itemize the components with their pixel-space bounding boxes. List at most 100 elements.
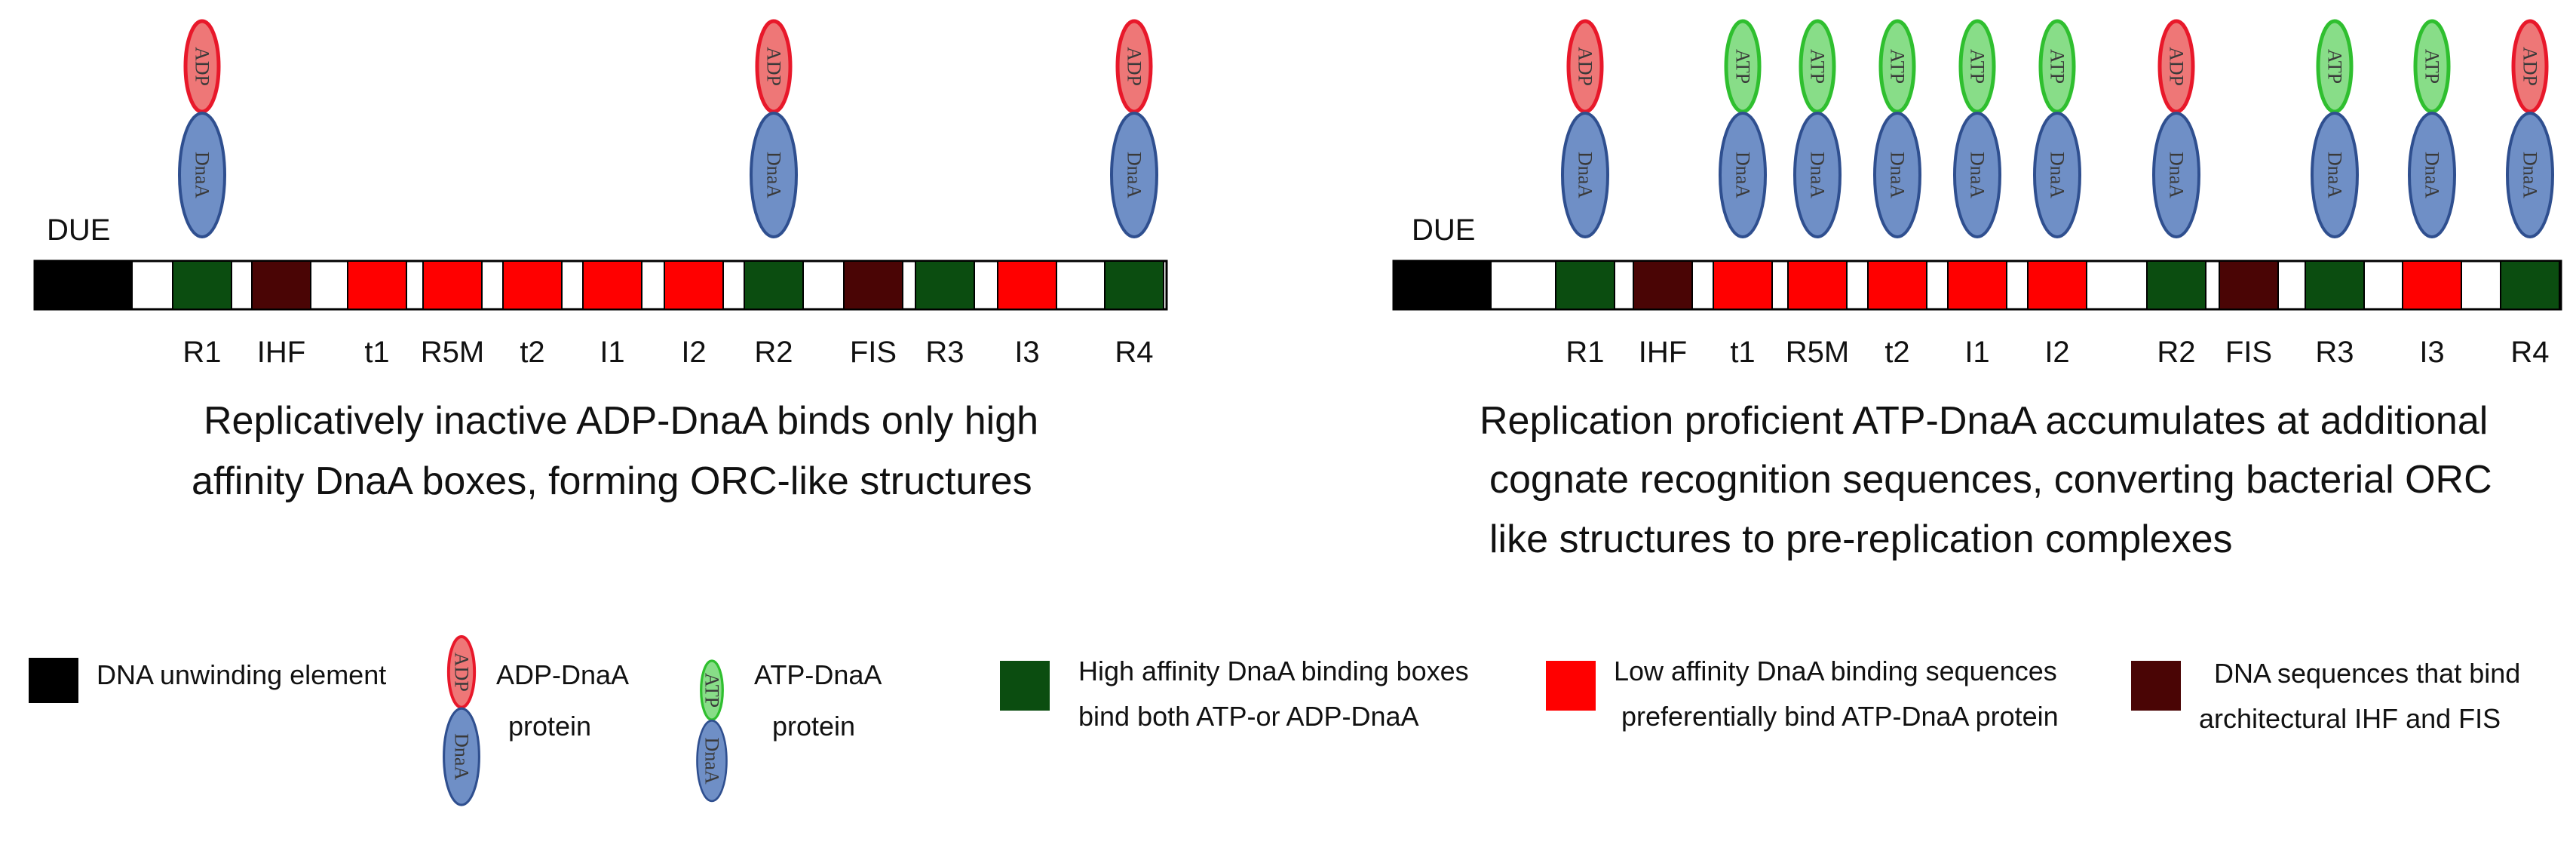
adp-label: ADP xyxy=(192,47,213,86)
dnaa-oval-icon xyxy=(1110,112,1158,238)
adp-label: ADP xyxy=(1575,47,1596,86)
right-site-label-r1: R1 xyxy=(1566,336,1604,369)
right-due-box xyxy=(1394,261,1492,309)
adp-label: ADP xyxy=(2519,47,2541,86)
legend-low-line-1: Low affinity DnaA binding sequences xyxy=(1614,656,2057,686)
right-site-label-t1: t1 xyxy=(1730,336,1755,369)
left-site-box-ihf xyxy=(251,260,311,310)
right-site-box-t1 xyxy=(1713,260,1773,310)
right-site-box-i1 xyxy=(1947,260,2007,310)
dnaa-label: DnaA xyxy=(192,152,213,198)
left-site-label-r3: R3 xyxy=(925,336,964,369)
dnaa-label: DnaA xyxy=(2047,152,2068,198)
atp-label: ATP xyxy=(701,673,723,708)
dnaa-label: DnaA xyxy=(451,733,473,780)
adp-label: ADP xyxy=(763,47,785,86)
legend-atp-dnaa-protein-icon: ATP DnaA xyxy=(696,659,728,803)
legend-due-text: DNA unwinding element xyxy=(97,659,386,690)
atp-label: ATP xyxy=(2047,49,2068,84)
legend-atp-dnaa-icon: ATP DnaA xyxy=(696,659,728,803)
left-site-box-r1 xyxy=(172,260,232,310)
right-site-box-ihf xyxy=(1633,260,1693,310)
right-site-box-r2 xyxy=(2146,260,2206,310)
dnaa-oval-icon xyxy=(2408,112,2456,238)
dnaa-label: DnaA xyxy=(701,738,723,785)
left-caption-line-1: Replicatively inactive ADP-DnaA binds on… xyxy=(204,399,1038,443)
atp-label: ATP xyxy=(2324,49,2346,84)
right-site-label-i3: I3 xyxy=(2419,336,2444,369)
right-site-box-i3 xyxy=(2402,260,2462,310)
left-site-box-r5m xyxy=(422,260,483,310)
left-site-box-i2 xyxy=(664,260,724,310)
right-site-label-r5m: R5M xyxy=(1786,336,1849,369)
right-r3-dnaa-protein-icon: ATP DnaA xyxy=(2311,19,2359,238)
left-site-box-fis xyxy=(843,260,903,310)
left-due-box xyxy=(35,261,133,309)
legend-arch-line-1: DNA sequences that bind xyxy=(2214,658,2520,689)
dnaa-label: DnaA xyxy=(2421,152,2443,198)
legend-low-affinity-swatch xyxy=(1546,661,1596,711)
atp-label: ATP xyxy=(1732,49,1754,84)
adp-label: ADP xyxy=(2166,47,2188,86)
right-caption-line-2: cognate recognition sequences, convertin… xyxy=(1489,458,2492,502)
right-site-label-t2: t2 xyxy=(1884,336,1909,369)
left-site-box-t1 xyxy=(347,260,407,310)
left-site-box-t2 xyxy=(502,260,563,310)
dnaa-oval-icon xyxy=(2152,112,2200,238)
dnaa-oval-icon xyxy=(1719,112,1767,238)
dnaa-oval-icon xyxy=(1561,112,1609,238)
left-site-label-fis: FIS xyxy=(850,336,897,369)
left-site-label-r2: R2 xyxy=(754,336,793,369)
legend-adp-line-1: ADP-DnaA xyxy=(496,659,629,690)
left-origin-track xyxy=(33,259,1168,311)
left-r2-dnaa-protein-icon: ADP DnaA xyxy=(750,19,798,238)
legend-arch-line-2: architectural IHF and FIS xyxy=(2199,703,2501,734)
dnaa-label: DnaA xyxy=(2324,152,2346,198)
left-site-box-i3 xyxy=(997,260,1057,310)
left-site-label-r1: R1 xyxy=(182,336,221,369)
left-site-box-r3 xyxy=(915,260,975,310)
legend-high-line-1: High affinity DnaA binding boxes xyxy=(1078,656,1469,686)
right-site-label-fis: FIS xyxy=(2225,336,2272,369)
dnaa-label: DnaA xyxy=(1732,152,1754,198)
right-i3-dnaa-protein-icon: ATP DnaA xyxy=(2408,19,2456,238)
left-site-label-i2: I2 xyxy=(681,336,706,369)
dnaa-label: DnaA xyxy=(763,152,785,198)
legend-architectural-swatch xyxy=(2131,661,2181,711)
atp-label: ATP xyxy=(1967,49,1989,84)
right-caption-line-3: like structures to pre-replication compl… xyxy=(1489,517,2233,561)
dnaa-oval-icon xyxy=(1793,112,1842,238)
right-site-box-i2 xyxy=(2027,260,2087,310)
right-site-box-t2 xyxy=(1867,260,1927,310)
dnaa-oval-icon xyxy=(696,719,728,803)
left-site-label-ihf: IHF xyxy=(257,336,305,369)
dnaa-oval-icon xyxy=(2311,112,2359,238)
left-site-label-r5m: R5M xyxy=(421,336,484,369)
right-site-box-r1 xyxy=(1555,260,1615,310)
left-r1-dnaa-protein-icon: ADP DnaA xyxy=(178,19,226,238)
legend-due-swatch xyxy=(29,658,78,703)
right-t1-dnaa-protein-icon: ATP DnaA xyxy=(1719,19,1767,238)
dnaa-oval-icon xyxy=(750,112,798,238)
right-site-box-r4 xyxy=(2500,260,2560,310)
right-site-label-r3: R3 xyxy=(2315,336,2354,369)
left-site-box-r4 xyxy=(1104,260,1164,310)
dnaa-label: DnaA xyxy=(1887,152,1909,198)
dnaa-oval-icon xyxy=(2033,112,2081,238)
right-site-label-i1: I1 xyxy=(1964,336,1989,369)
legend-atp-line-2: protein xyxy=(772,711,855,742)
atp-label: ATP xyxy=(2421,49,2443,84)
